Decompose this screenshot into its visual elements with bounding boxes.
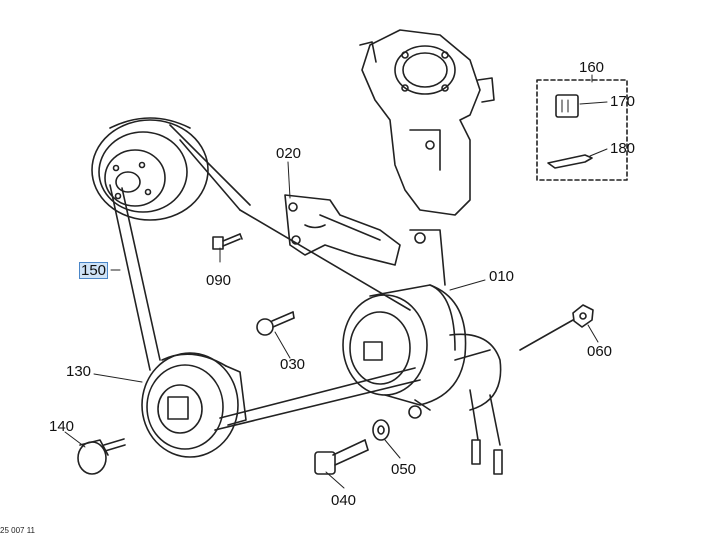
callout-170[interactable]: 170 — [610, 93, 636, 110]
callout-180[interactable]: 180 — [610, 140, 636, 157]
connector-box-160 — [536, 79, 628, 181]
leader-lines — [64, 74, 608, 489]
washer-050 — [372, 419, 390, 441]
pump-housing — [359, 29, 495, 216]
callout-010[interactable]: 010 — [489, 268, 515, 285]
wiring-leads — [469, 389, 503, 475]
callout-160[interactable]: 160 — [579, 59, 605, 76]
v-belt — [109, 124, 421, 431]
crank-pulley — [91, 117, 209, 221]
bracket-020 — [284, 194, 401, 266]
bolt-040 — [314, 439, 369, 475]
callout-040[interactable]: 040 — [331, 492, 357, 509]
bolt-140 — [77, 438, 126, 475]
bolt-090 — [212, 233, 243, 250]
pulley-130 — [141, 352, 247, 458]
callout-150[interactable]: 150 — [78, 262, 109, 279]
nut-060 — [519, 304, 594, 351]
callout-030[interactable]: 030 — [280, 356, 306, 373]
callout-050[interactable]: 050 — [391, 461, 417, 478]
bolt-030 — [256, 311, 295, 336]
callout-130[interactable]: 130 — [66, 363, 92, 380]
callout-090[interactable]: 090 — [206, 272, 232, 289]
callout-020[interactable]: 020 — [276, 145, 302, 162]
unit-010 — [342, 229, 502, 419]
figure-code: 25 007 11 — [0, 526, 35, 535]
callout-140[interactable]: 140 — [49, 418, 75, 435]
callout-060[interactable]: 060 — [587, 343, 613, 360]
